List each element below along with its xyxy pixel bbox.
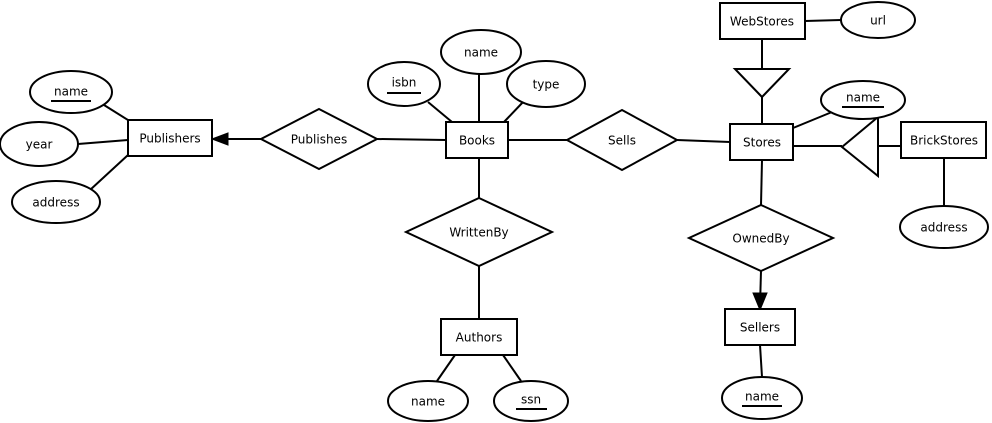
authors-name-label: name bbox=[411, 395, 445, 409]
webstores-url-ellipse[interactable] bbox=[840, 1, 916, 39]
sellers-label: Sellers bbox=[740, 321, 780, 335]
entity-books[interactable]: Books bbox=[445, 121, 509, 159]
edge-sells-stores bbox=[676, 139, 731, 143]
relationship-sells[interactable]: Sells bbox=[564, 108, 680, 172]
edge-authors-name bbox=[436, 354, 456, 382]
entity-brickstores[interactable]: BrickStores bbox=[900, 121, 987, 159]
books-type-label: type bbox=[533, 78, 560, 92]
isa-layer bbox=[732, 68, 879, 179]
brickstores-address-ellipse[interactable] bbox=[899, 205, 989, 249]
authors-label: Authors bbox=[456, 331, 503, 345]
stores-name-label: name bbox=[846, 91, 880, 105]
writtenby-label: WrittenBy bbox=[449, 226, 508, 240]
publishers-label: Publishers bbox=[139, 132, 200, 146]
attribute-books-isbn[interactable]: isbn bbox=[367, 61, 441, 107]
edge-webstores-url bbox=[804, 19, 842, 22]
authors-ssn-label: ssn bbox=[521, 393, 541, 407]
writtenby-diamond[interactable] bbox=[403, 196, 555, 268]
webstores-label: WebStores bbox=[730, 15, 794, 29]
publishers-year-label: year bbox=[26, 138, 53, 152]
sells-diamond[interactable] bbox=[564, 108, 680, 172]
entity-sellers[interactable]: Sellers bbox=[724, 308, 796, 346]
edge-authors-ssn bbox=[502, 354, 522, 382]
ownedby-label: OwnedBy bbox=[732, 232, 789, 246]
books-rect[interactable] bbox=[445, 121, 509, 159]
sellers-name-label: name bbox=[745, 390, 779, 404]
sellers-name-ellipse[interactable] bbox=[721, 376, 803, 420]
attribute-publishers-address[interactable]: address bbox=[11, 180, 101, 224]
attribute-publishers-year[interactable]: year bbox=[0, 121, 79, 167]
ownedby-diamond[interactable] bbox=[686, 203, 836, 273]
edge-sellers-name bbox=[759, 344, 763, 378]
attribute-books-type[interactable]: type bbox=[506, 60, 586, 108]
edge-publishers-name bbox=[103, 104, 129, 121]
entity-layer: Publishers Books Authors WebStores Store… bbox=[127, 2, 987, 356]
relationship-publishes[interactable]: Publishes bbox=[258, 107, 380, 171]
attribute-authors-name[interactable]: name bbox=[387, 380, 469, 422]
publishers-year-ellipse[interactable] bbox=[0, 121, 79, 167]
stores-rect[interactable] bbox=[729, 123, 794, 161]
books-name-label: name bbox=[464, 46, 498, 60]
publishes-label: Publishes bbox=[291, 133, 347, 147]
relationship-layer: Publishes Sells WrittenBy OwnedBy bbox=[258, 107, 836, 273]
authors-ssn-ellipse[interactable] bbox=[493, 380, 569, 422]
books-name-ellipse[interactable] bbox=[440, 29, 522, 75]
brickstores-label: BrickStores bbox=[910, 134, 978, 148]
sellers-rect[interactable] bbox=[724, 308, 796, 346]
books-type-ellipse[interactable] bbox=[506, 60, 586, 108]
publishers-rect[interactable] bbox=[127, 119, 213, 157]
attribute-sellers-name[interactable]: name bbox=[721, 376, 803, 420]
publishers-address-ellipse[interactable] bbox=[11, 180, 101, 224]
publishers-name-ellipse[interactable] bbox=[29, 70, 113, 114]
webstores-url-label: url bbox=[870, 14, 886, 28]
stores-label: Stores bbox=[743, 136, 781, 150]
authors-name-ellipse[interactable] bbox=[387, 380, 469, 422]
books-isbn-ellipse[interactable] bbox=[367, 61, 441, 107]
arrowhead-ownedby-sellers bbox=[752, 292, 768, 312]
brickstores-rect[interactable] bbox=[900, 121, 987, 159]
stores-name-ellipse[interactable] bbox=[820, 80, 906, 120]
attribute-stores-name[interactable]: name bbox=[820, 80, 906, 120]
entity-webstores[interactable]: WebStores bbox=[719, 2, 806, 40]
edge-stores-name bbox=[792, 111, 833, 129]
entity-stores[interactable]: Stores bbox=[729, 123, 794, 161]
edge-layer bbox=[77, 19, 945, 382]
relationship-writtenby[interactable]: WrittenBy bbox=[403, 196, 555, 268]
publishers-address-label: address bbox=[32, 196, 79, 210]
entity-authors[interactable]: Authors bbox=[440, 318, 518, 356]
publishers-name-label: name bbox=[54, 85, 88, 99]
attribute-books-name[interactable]: name bbox=[440, 29, 522, 75]
brickstores-address-label: address bbox=[920, 221, 967, 235]
edge-stores-ownedby bbox=[760, 159, 763, 206]
isa-triangle-brickstores[interactable] bbox=[840, 114, 879, 179]
edge-books-isbn bbox=[427, 101, 453, 123]
edge-publishers-address bbox=[89, 154, 129, 191]
publishes-diamond[interactable] bbox=[258, 107, 380, 171]
edge-books-publishes bbox=[376, 138, 447, 141]
isa-triangle-webstores[interactable] bbox=[732, 68, 792, 99]
arrowhead-publishes-publishers bbox=[210, 132, 229, 146]
attribute-publishers-name[interactable]: name bbox=[29, 70, 113, 114]
edge-books-type bbox=[503, 100, 525, 123]
webstores-rect[interactable] bbox=[719, 2, 806, 40]
books-isbn-label: isbn bbox=[392, 76, 417, 90]
entity-publishers[interactable]: Publishers bbox=[127, 119, 213, 157]
edge-publishers-year bbox=[77, 139, 129, 145]
books-label: Books bbox=[459, 134, 495, 148]
authors-rect[interactable] bbox=[440, 318, 518, 356]
relationship-ownedby[interactable]: OwnedBy bbox=[686, 203, 836, 273]
attribute-authors-ssn[interactable]: ssn bbox=[493, 380, 569, 422]
attribute-brickstores-address[interactable]: address bbox=[899, 205, 989, 249]
attribute-webstores-url[interactable]: url bbox=[840, 1, 916, 39]
sells-label: Sells bbox=[608, 134, 636, 148]
